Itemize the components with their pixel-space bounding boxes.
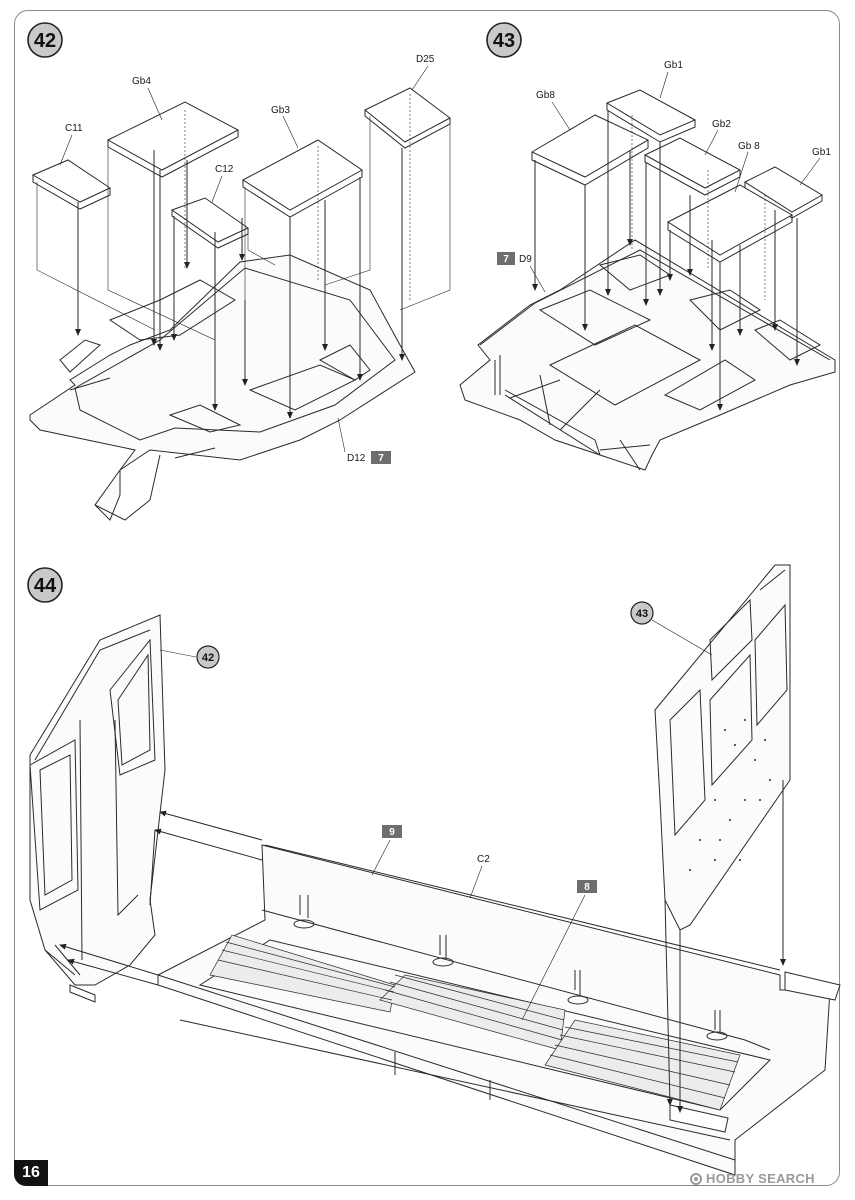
- label-gb1-right: Gb1: [812, 147, 831, 158]
- ref-box-7-step43-label: 7: [503, 254, 509, 265]
- step-43-drawing: [459, 89, 836, 471]
- sub-ref-42: 42: [202, 652, 214, 664]
- label-gb2: Gb2: [712, 119, 731, 130]
- step-44-labels: 42 43 9 C2 8: [159, 601, 713, 1021]
- label-gb4: Gb4: [132, 76, 151, 87]
- step-44-badge: 44: [27, 567, 63, 603]
- step-42-labels: Gb4 C11 C12 Gb3 D25 D12 7: [59, 54, 435, 464]
- ref-box-8: [577, 880, 597, 893]
- sub-ref-42-badge: [196, 645, 220, 669]
- step-44-number: 44: [34, 575, 57, 597]
- ref-box-7-step42-label: 7: [378, 453, 384, 464]
- label-gb8-right: Gb 8: [738, 141, 760, 152]
- page-number: 16: [14, 1160, 48, 1186]
- watermark-text: HOBBY SEARCH: [706, 1171, 815, 1186]
- ref-box-9-label: 9: [389, 827, 395, 838]
- ref-box-7-step42: [371, 451, 391, 464]
- step-43-labels: Gb1 Gb8 Gb2 Gb 8 Gb1 7 D9: [497, 60, 831, 293]
- step-42-drawing: [29, 87, 451, 521]
- label-c12: C12: [215, 164, 234, 175]
- ref-box-8-label: 8: [584, 882, 590, 893]
- ref-box-7-step43: [497, 252, 515, 265]
- label-c2: C2: [477, 854, 490, 865]
- label-gb3: Gb3: [271, 105, 290, 116]
- step-42-number: 42: [34, 30, 56, 52]
- step-43-number: 43: [493, 30, 515, 52]
- label-c11: C11: [65, 123, 83, 134]
- step-44-drawing: [29, 564, 841, 1176]
- watermark: HOBBY SEARCH: [690, 1171, 815, 1186]
- label-d9: D9: [519, 254, 532, 265]
- sub-ref-43-badge: [630, 601, 654, 625]
- page-frame: [14, 10, 840, 1186]
- label-d12: D12: [347, 453, 366, 464]
- watermark-logo-icon: [690, 1172, 702, 1185]
- step-42-badge: 42: [27, 22, 63, 58]
- label-gb1-top: Gb1: [664, 60, 683, 71]
- label-gb8-left: Gb8: [536, 90, 555, 101]
- label-d25: D25: [416, 54, 435, 65]
- ref-box-9: [382, 825, 402, 838]
- step-43-badge: 43: [486, 22, 522, 58]
- sub-ref-43: 43: [636, 608, 648, 620]
